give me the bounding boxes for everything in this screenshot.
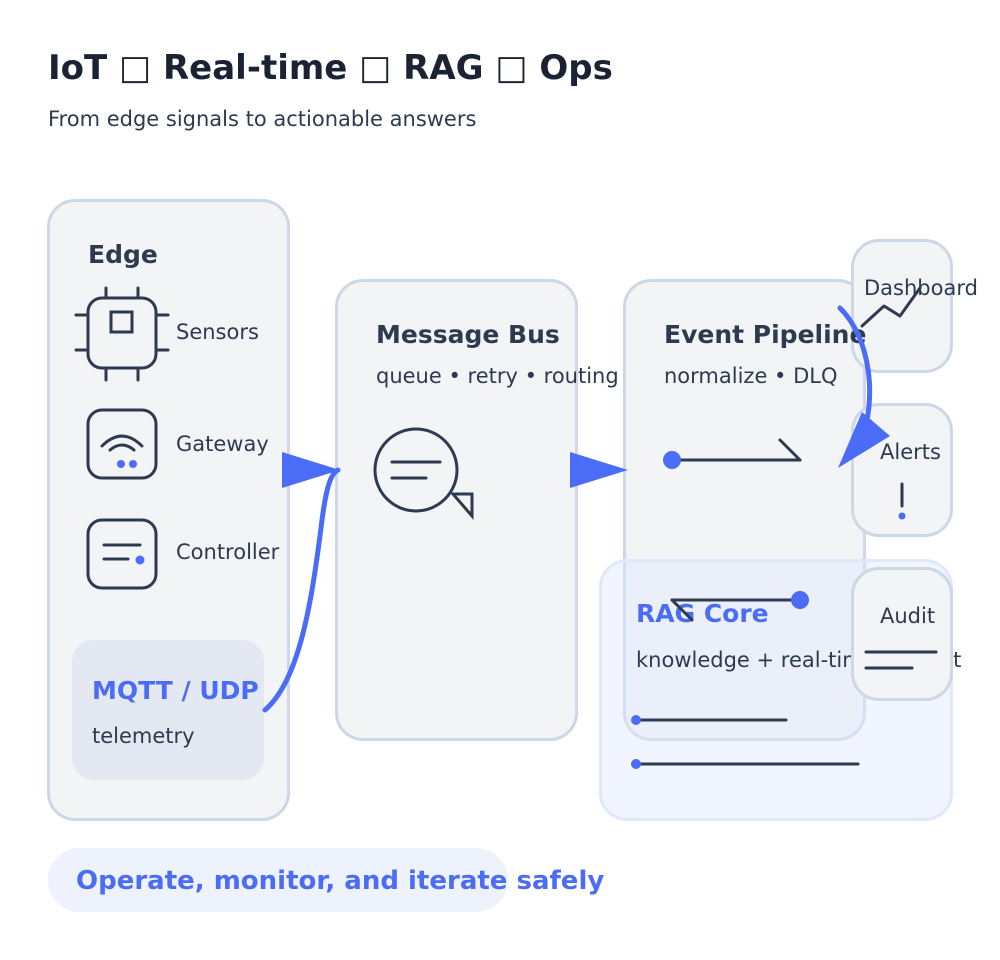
rag-connector — [670, 598, 802, 622]
page-subtitle: From edge signals to actionable answers — [48, 107, 477, 131]
pipeline-connector — [670, 438, 802, 462]
message-icon — [373, 427, 474, 521]
rag-index-lines — [634, 718, 860, 766]
message-bus-subtitle: queue • retry • routing — [376, 364, 619, 388]
audit-lines-icon — [864, 650, 938, 670]
sensors-label: Sensors — [176, 320, 259, 344]
protocol-title: MQTT / UDP — [92, 676, 259, 705]
event-pipeline-heading: Event Pipeline — [664, 320, 867, 349]
protocol-subtitle: telemetry — [92, 724, 195, 748]
audit-card-overlay — [851, 567, 953, 701]
footer-pill — [48, 848, 508, 912]
rag-dot — [791, 591, 809, 609]
edge-to-bus-curve — [262, 467, 341, 713]
gateway-label: Gateway — [176, 432, 269, 456]
edge-heading: Edge — [88, 240, 158, 269]
dashboard-card — [851, 239, 953, 373]
controller-icon — [86, 518, 158, 590]
chip-icon — [74, 286, 170, 382]
bus-to-pipeline-arrowhead — [570, 452, 628, 488]
pipeline-to-alerts-arrowhead — [838, 412, 890, 468]
exclamation-icon — [898, 482, 906, 520]
protocol-box — [72, 640, 264, 780]
page-title: IoT □ Real-time □ RAG □ Ops — [48, 48, 613, 88]
rag-index-dot-2 — [631, 759, 641, 769]
wifi-icon — [86, 408, 158, 480]
alerts-label: Alerts — [880, 440, 941, 464]
rag-core-heading: RAG Core — [636, 599, 769, 628]
trend-icon — [860, 286, 922, 328]
edge-to-bus-arrowhead — [282, 452, 340, 488]
pipeline-dot — [663, 451, 681, 469]
footer-text: Operate, monitor, and iterate safely — [76, 866, 605, 896]
event-pipeline-subtitle: normalize • DLQ — [664, 364, 838, 388]
rag-index-dot-1 — [631, 715, 641, 725]
message-bus-panel — [335, 279, 578, 741]
controller-label: Controller — [176, 540, 280, 564]
message-bus-heading: Message Bus — [376, 320, 560, 349]
audit-label: Audit — [880, 604, 936, 628]
